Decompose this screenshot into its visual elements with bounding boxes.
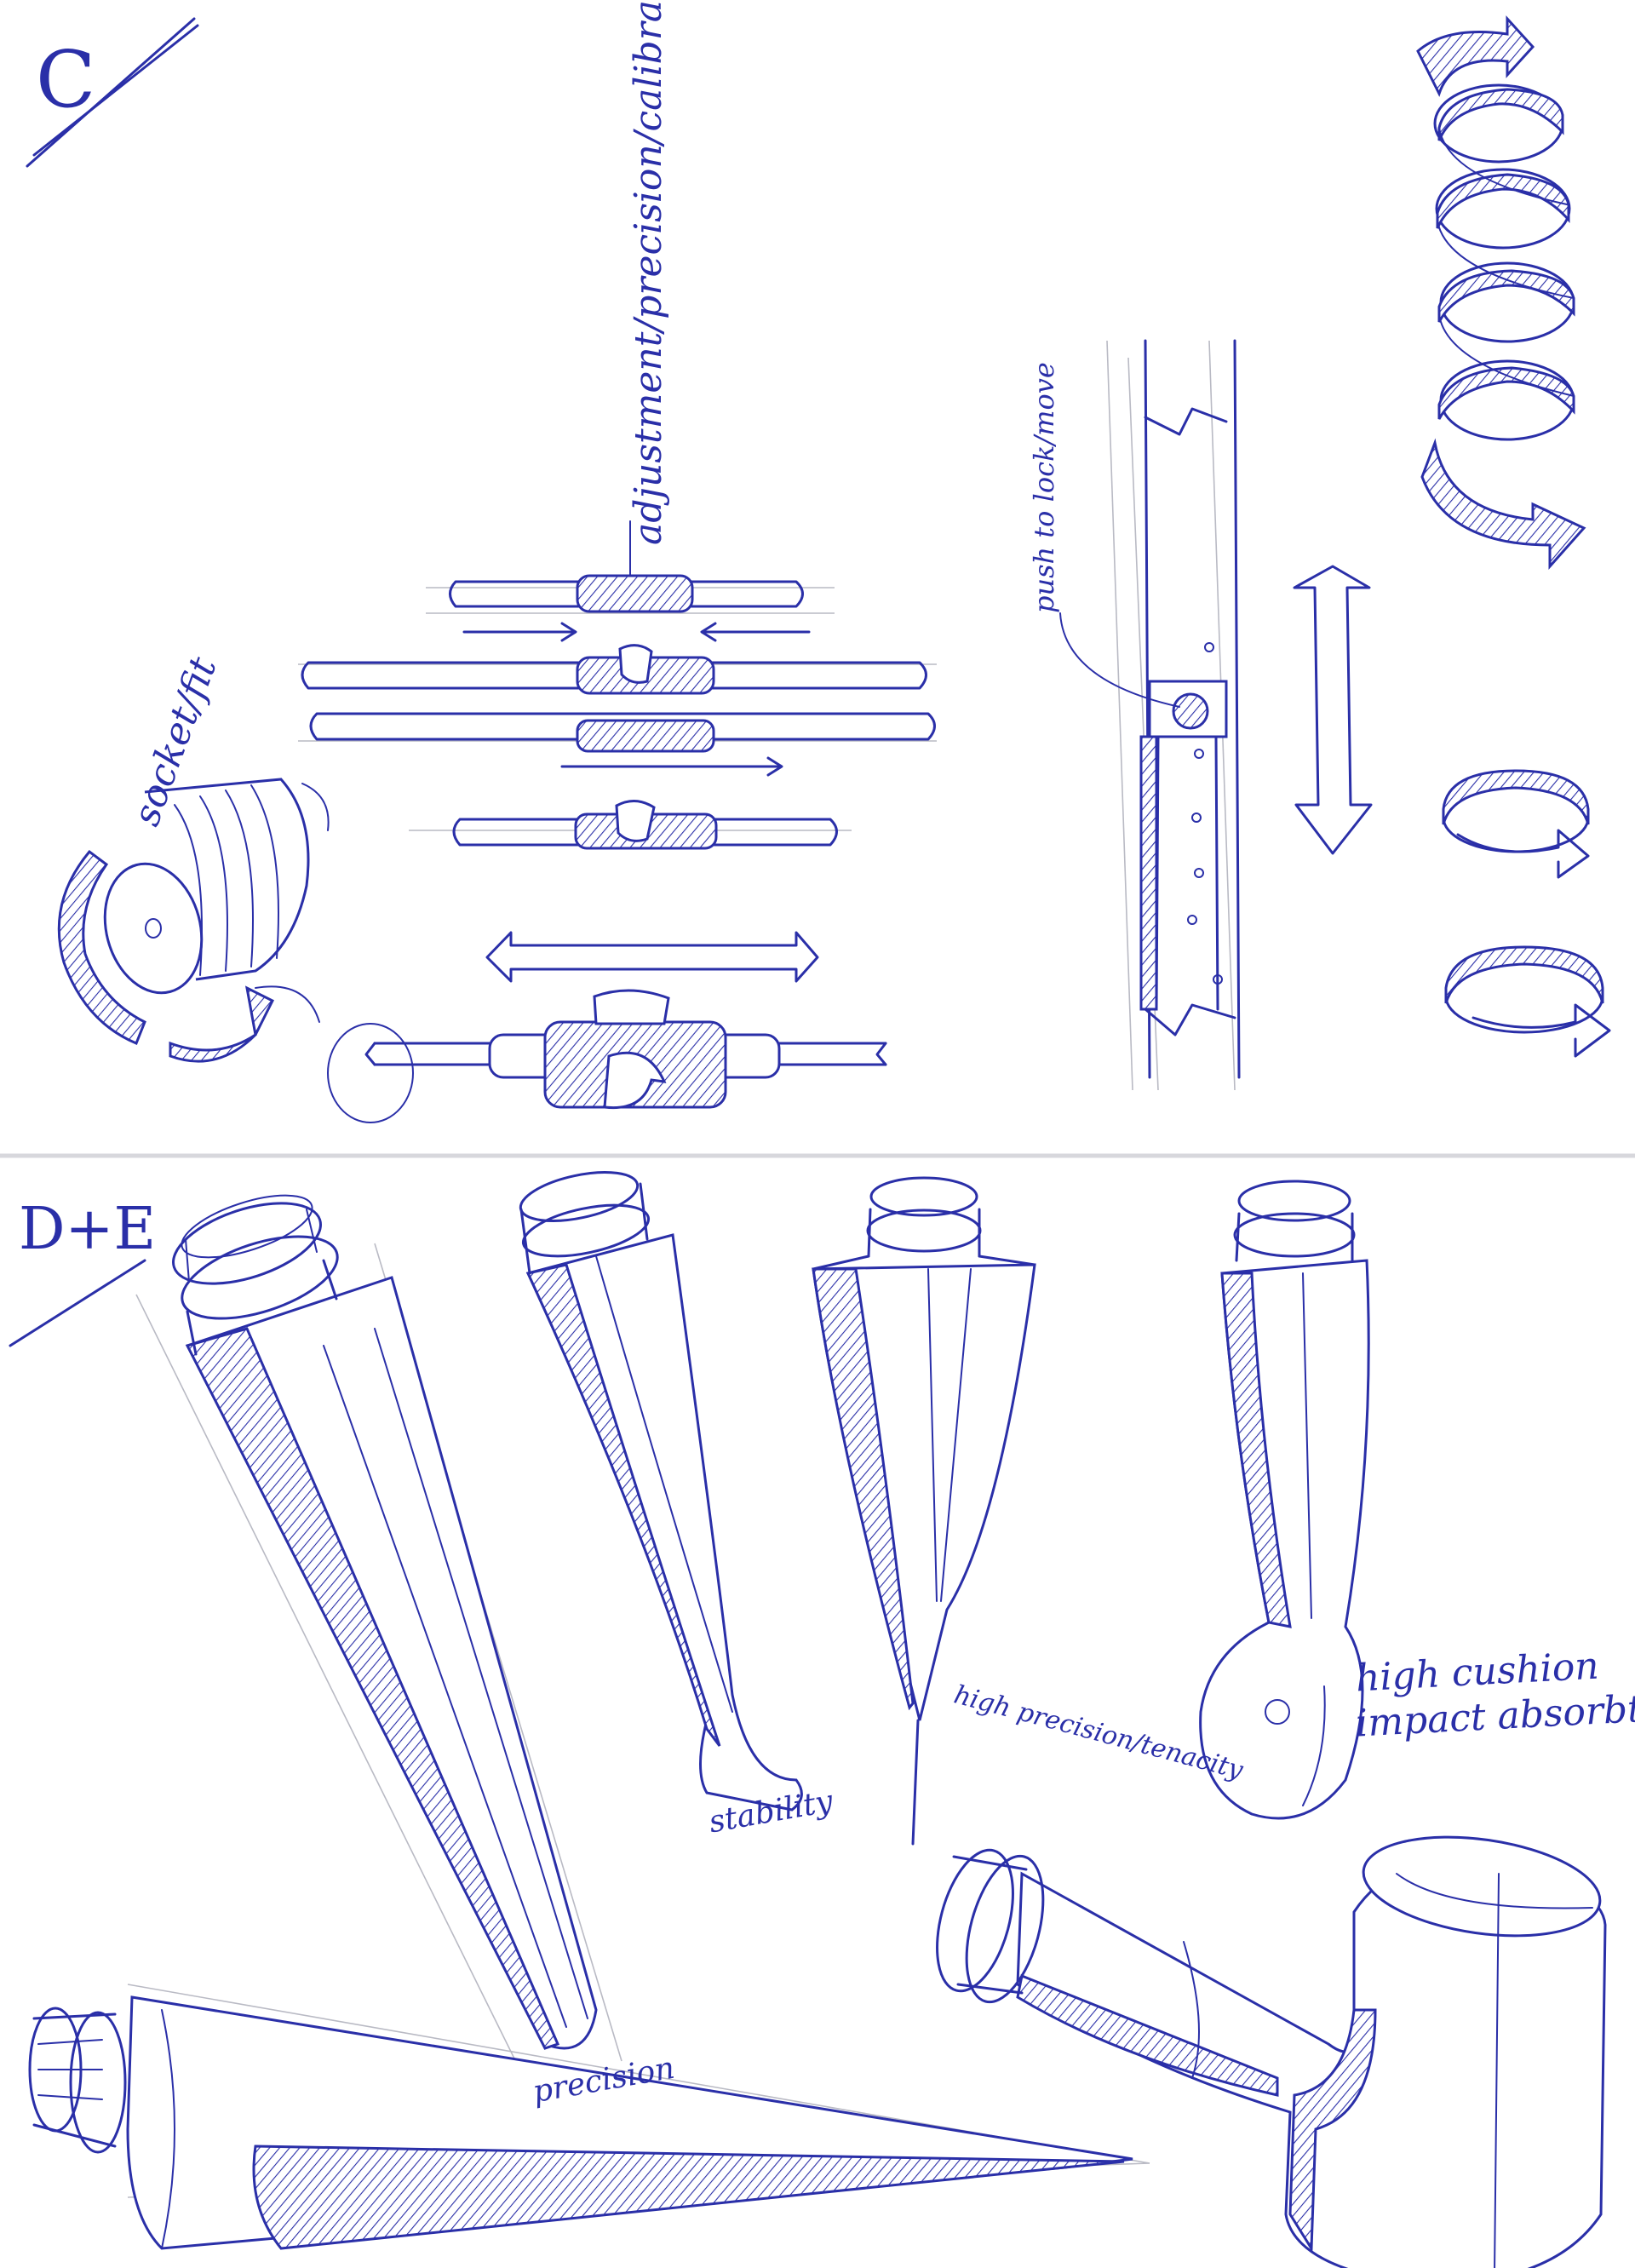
handle-mallet [936,1835,1607,2268]
adjustment-collar-1 [576,574,694,613]
handle-high-precision [812,1176,1036,1846]
push-lock-label: push to lock/move [1028,362,1060,613]
spiral-spring [1416,15,1586,570]
push-lock-rail [1059,339,1373,1091]
handle-stability [519,1171,803,1812]
push-lock-button [1172,692,1209,730]
socket-fit-sketch [57,778,330,1063]
section-de-slash [9,1259,146,1347]
handle-precision [135,1194,622,2139]
section-c-slash [26,17,199,168]
rotation-ring-cw [1444,945,1611,1058]
handle-high-cushion [1199,1180,1370,1820]
section-c-marker: C [36,34,96,125]
adjustment-label: adjustment/precision/calibration [627,0,670,545]
adjustment-slider-stack [255,520,937,1123]
section-de-marker: D+E [19,1196,157,1263]
rotation-ring-ccw [1442,769,1590,879]
handle-horizontal [28,1984,1150,2250]
